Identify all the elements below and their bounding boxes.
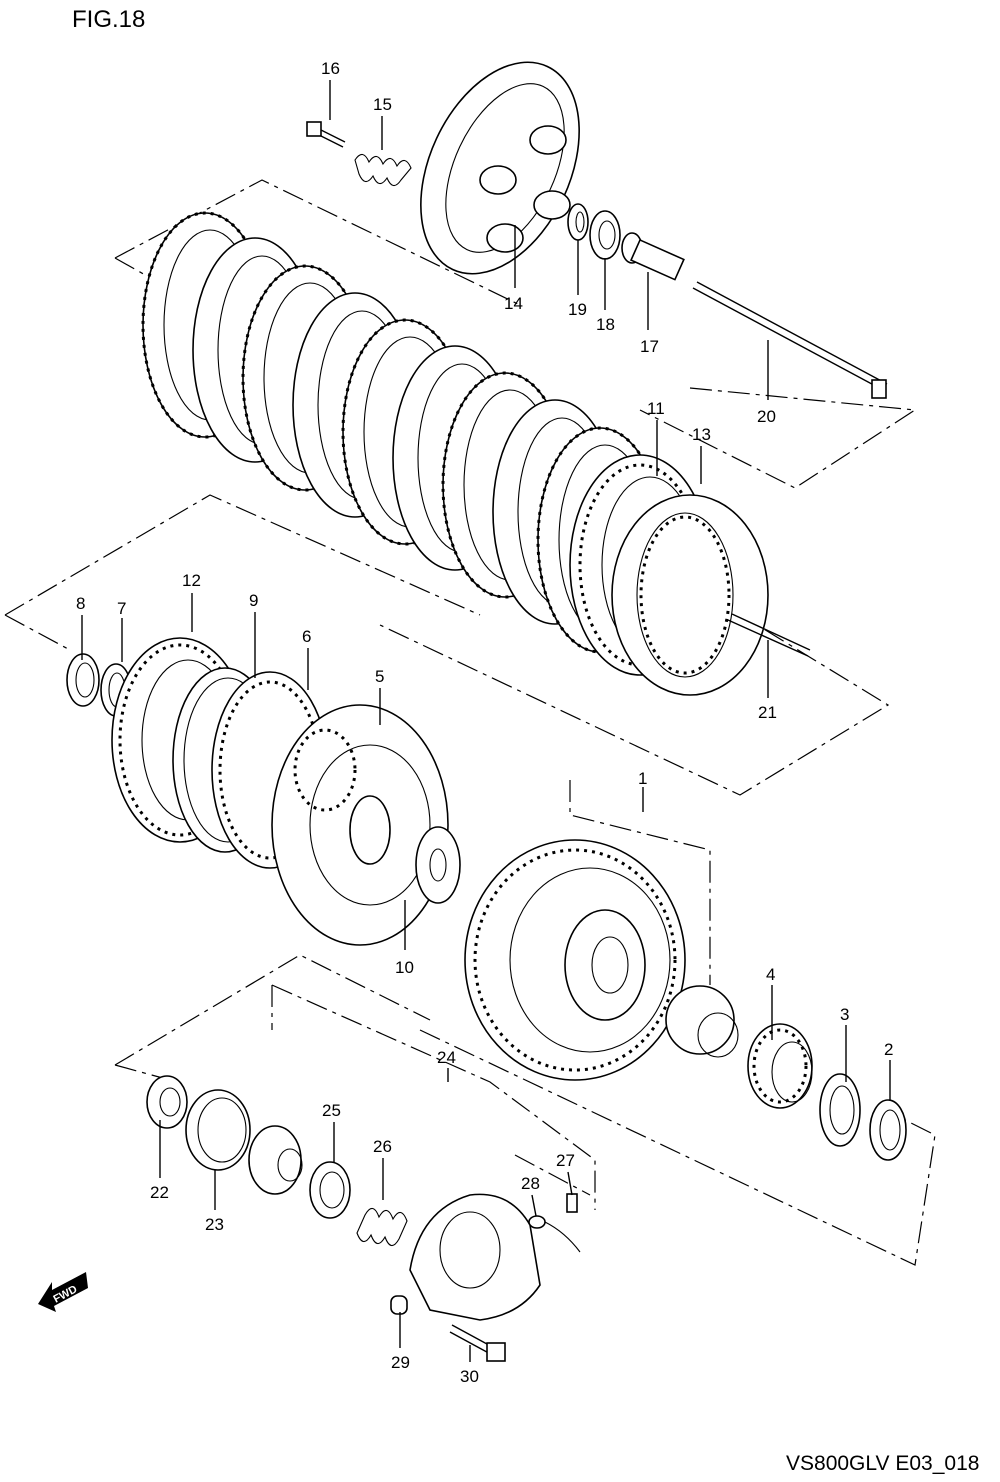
clutch-hub-group <box>66 613 811 946</box>
part-label-22: 22 <box>150 1183 169 1202</box>
bleeder-cap-28 <box>528 1215 581 1253</box>
spring-26 <box>356 1207 408 1247</box>
figure-title: FIG.18 <box>72 6 145 33</box>
part-label-3: 3 <box>840 1005 849 1024</box>
fwd-arrow-icon: FWD <box>38 1272 88 1312</box>
part-label-6: 6 <box>302 627 311 646</box>
part-number-labels: 1 2 3 4 5 6 7 8 9 10 11 12 13 14 15 16 1… <box>76 59 893 1386</box>
part-label-7: 7 <box>117 599 126 618</box>
leader-lines <box>81 80 891 1362</box>
push-rod-20 <box>692 281 888 399</box>
piston-icon <box>248 1125 303 1195</box>
thrust-washer-2 <box>869 1099 907 1161</box>
part-label-13: 13 <box>692 425 711 444</box>
part-label-26: 26 <box>373 1137 392 1156</box>
part-label-2: 2 <box>884 1040 893 1059</box>
part-label-15: 15 <box>373 95 392 114</box>
part-label-4: 4 <box>766 965 775 984</box>
figure-code: VS800GLV E03_018 <box>786 1452 979 1475</box>
part-label-1: 1 <box>638 769 647 788</box>
washer-19 <box>567 203 589 241</box>
primary-driven-gear-group <box>464 839 907 1161</box>
group-boundaries <box>4 179 936 1266</box>
seal-ring-23 <box>185 1089 251 1171</box>
spring-15 <box>354 153 412 187</box>
clutch-rod-21 <box>727 613 811 657</box>
part-label-12: 12 <box>182 571 201 590</box>
pressure-plate-group <box>306 61 888 399</box>
thrust-washer-3 <box>819 1073 861 1147</box>
part-label-29: 29 <box>391 1353 410 1372</box>
clutch-plates-stack <box>141 211 769 696</box>
part-label-20: 20 <box>757 407 776 426</box>
washer-10 <box>415 826 461 904</box>
part-label-27: 27 <box>556 1151 575 1170</box>
part-label-25: 25 <box>322 1101 341 1120</box>
nut-8 <box>66 653 100 707</box>
bolt-16 <box>306 121 346 148</box>
bolt-30 <box>449 1324 506 1362</box>
part-label-21: 21 <box>758 703 777 722</box>
part-label-30: 30 <box>460 1367 479 1386</box>
oil-seal-22 <box>146 1075 188 1129</box>
bleeder-valve-27 <box>566 1193 578 1213</box>
release-cylinder-body <box>409 1193 541 1321</box>
spring-boss-icon <box>479 125 571 253</box>
part-label-17: 17 <box>640 337 659 356</box>
part-label-24: 24 <box>437 1048 456 1067</box>
clutch-sleeve-hub-5 <box>271 704 449 946</box>
part-label-23: 23 <box>205 1215 224 1234</box>
push-piece-17 <box>621 232 685 281</box>
part-label-11: 11 <box>647 399 665 418</box>
seal-25 <box>309 1161 351 1219</box>
part-label-10: 10 <box>395 958 414 977</box>
fwd-label: FWD <box>52 1283 80 1305</box>
primary-driven-gear-1 <box>464 839 686 1081</box>
bearing-18 <box>589 210 621 260</box>
part-label-16: 16 <box>321 59 340 78</box>
part-label-5: 5 <box>375 667 384 686</box>
part-label-9: 9 <box>249 591 258 610</box>
needle-bearing-4 <box>747 1023 813 1109</box>
part-label-8: 8 <box>76 594 85 613</box>
release-cylinder-group <box>146 1075 581 1362</box>
part-label-19: 19 <box>568 300 587 319</box>
dowel-pin-29 <box>390 1295 408 1315</box>
part-label-18: 18 <box>596 315 615 334</box>
part-label-28: 28 <box>521 1174 540 1193</box>
part-label-14: 14 <box>504 294 523 313</box>
spacer-icon <box>665 985 739 1058</box>
clutch-plate-13 <box>611 494 769 696</box>
